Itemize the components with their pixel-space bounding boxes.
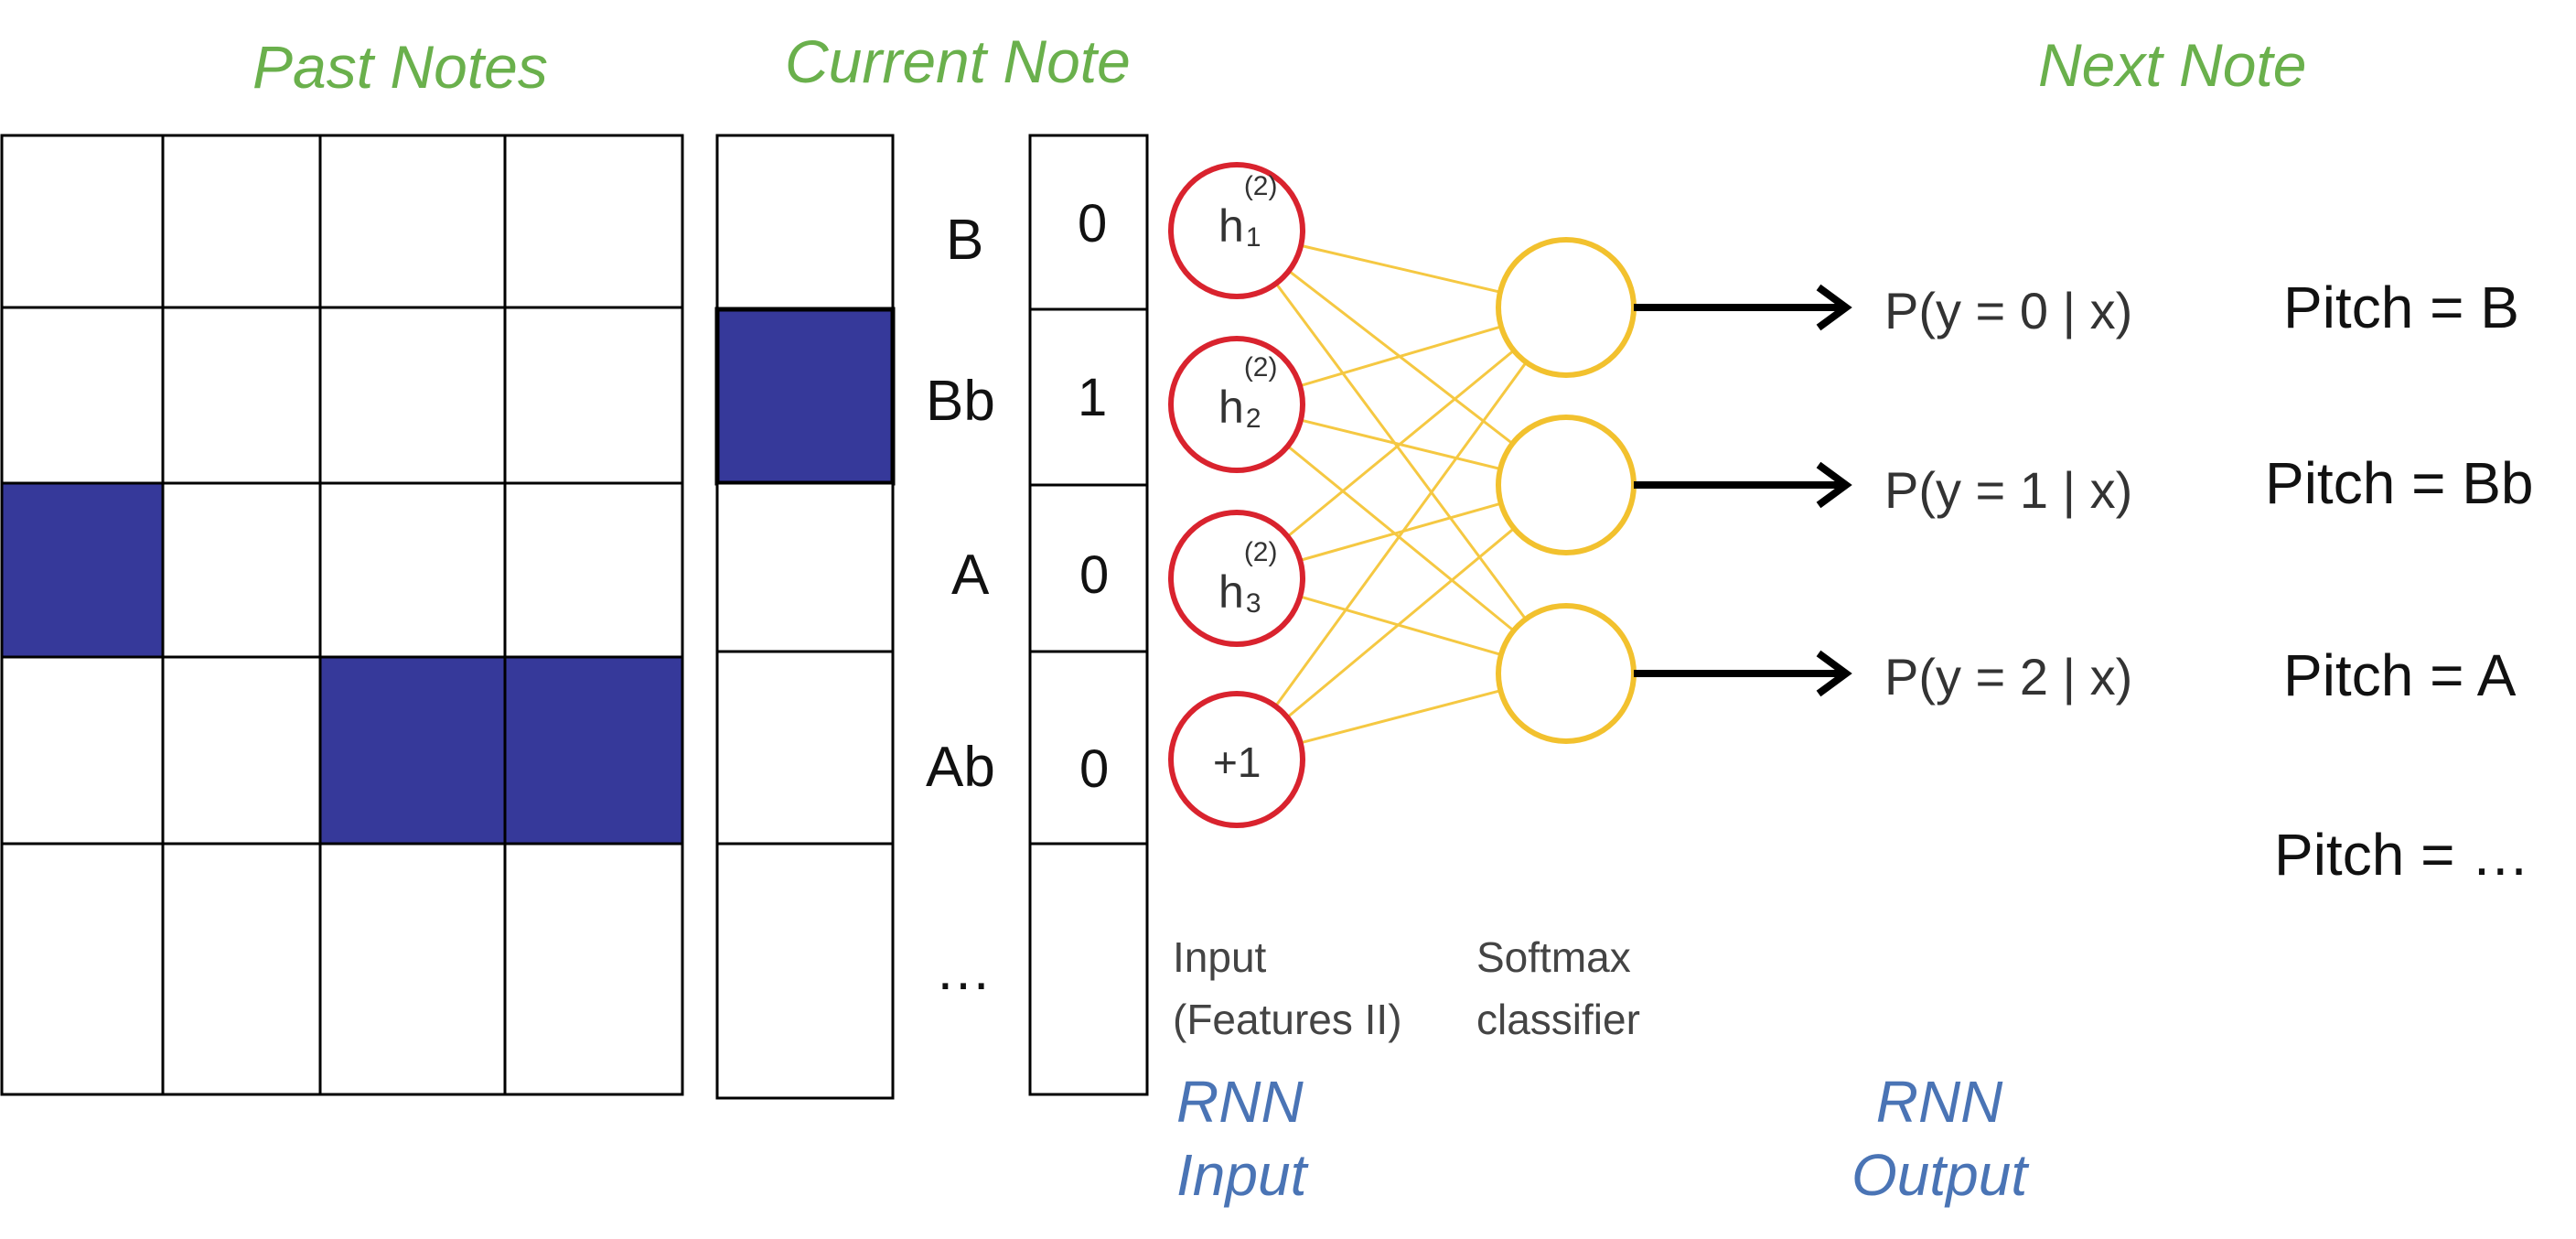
note-name: B: [946, 209, 984, 272]
past-note-cell-filled: [0, 481, 165, 659]
connection-line: [1299, 595, 1502, 656]
input-node: [1168, 336, 1305, 473]
input-node: [1168, 162, 1305, 299]
connection-line: [1286, 527, 1516, 719]
output-arrow-head: [1816, 650, 1852, 697]
past-note-cell: [318, 134, 507, 309]
past-note-cell: [0, 306, 165, 485]
past-note-cell: [0, 134, 165, 309]
next-note-header: Next Note: [2038, 31, 2307, 99]
note-name: A: [951, 544, 990, 607]
past-note-cell-filled: [318, 655, 507, 846]
connection-line: [1286, 349, 1515, 538]
network-connections: [1274, 243, 1528, 745]
connection-line: [1286, 445, 1515, 632]
connection-line: [1274, 361, 1528, 707]
softmax-caption: Softmax classifier: [1476, 933, 1640, 1043]
softmax-node: [1496, 603, 1637, 744]
past-notes-grid: [0, 134, 684, 1096]
past-note-cell: [0, 655, 165, 846]
one-hot-value: 1: [1078, 368, 1108, 427]
input-caption: Input (Features II): [1173, 933, 1402, 1043]
probability-label: P(y = 2 | x): [1884, 648, 2133, 706]
current-note-cell: [715, 842, 895, 1100]
connection-line: [1300, 689, 1501, 745]
past-note-cell: [161, 134, 322, 309]
pitch-label: Pitch = A: [2283, 642, 2517, 708]
connection-line: [1300, 243, 1501, 294]
pitch-label: Pitch = B: [2283, 275, 2519, 340]
past-note-cell: [318, 481, 507, 659]
note-name: …: [935, 939, 992, 1002]
softmax-layer-nodes: [1496, 237, 1637, 744]
one-hot-cell: [1028, 134, 1149, 311]
probability-label: P(y = 0 | x): [1884, 282, 2133, 339]
one-hot-cell: [1028, 650, 1149, 846]
one-hot-cell: [1028, 842, 1149, 1096]
connection-line: [1299, 501, 1502, 562]
past-note-cell: [318, 306, 507, 485]
probability-label: P(y = 1 | x): [1884, 461, 2133, 519]
one-hot-cell: [1028, 307, 1149, 487]
one-hot-value: 0: [1079, 739, 1110, 799]
current-note-cell-filled: [714, 307, 896, 486]
past-note-cell: [503, 134, 684, 309]
rnn-input-label: RNN Input: [1176, 1069, 1307, 1208]
past-note-cell: [161, 481, 322, 659]
current-note-column: [714, 134, 896, 1100]
past-note-cell: [503, 842, 684, 1096]
past-notes-header: Past Notes: [252, 33, 548, 101]
softmax-node: [1496, 415, 1637, 555]
bias-node-label: +1: [1213, 738, 1261, 786]
input-node: [1168, 510, 1305, 647]
one-hot-value: 0: [1079, 545, 1110, 605]
past-note-cell: [161, 655, 322, 846]
connection-line: [1299, 325, 1502, 388]
one-hot-value: 0: [1078, 194, 1108, 253]
past-note-cell: [318, 842, 507, 1096]
pitch-label: Pitch = Bb: [2265, 450, 2534, 516]
current-note-header: Current Note: [785, 27, 1131, 95]
past-note-cell: [503, 481, 684, 659]
past-note-cell-filled: [503, 655, 684, 846]
rnn-output-label: RNN Output: [1852, 1069, 2028, 1208]
current-note-cell: [715, 650, 895, 846]
note-name: Bb: [926, 370, 995, 433]
input-node-label: h(2)3: [1218, 537, 1278, 619]
softmax-node: [1496, 237, 1637, 378]
connection-line: [1274, 282, 1528, 620]
input-node-label: h(2)2: [1218, 352, 1278, 434]
input-node-label: h(2)1: [1218, 171, 1278, 253]
one-hot-vector: [1028, 134, 1149, 1096]
past-note-cell: [161, 842, 322, 1096]
past-note-cell: [0, 842, 165, 1096]
note-name: Ab: [926, 736, 995, 799]
current-note-cell: [715, 481, 895, 653]
output-arrow-head: [1816, 461, 1852, 509]
output-arrow-head: [1816, 284, 1852, 331]
current-note-cell: [715, 134, 895, 311]
past-note-cell: [161, 306, 322, 485]
input-layer-nodes: [1168, 162, 1305, 828]
one-hot-cell: [1028, 483, 1149, 653]
input-node: [1168, 691, 1305, 828]
output-arrows: [1634, 284, 1852, 697]
pitch-label: Pitch = …: [2274, 822, 2530, 888]
past-note-cell: [503, 306, 684, 485]
